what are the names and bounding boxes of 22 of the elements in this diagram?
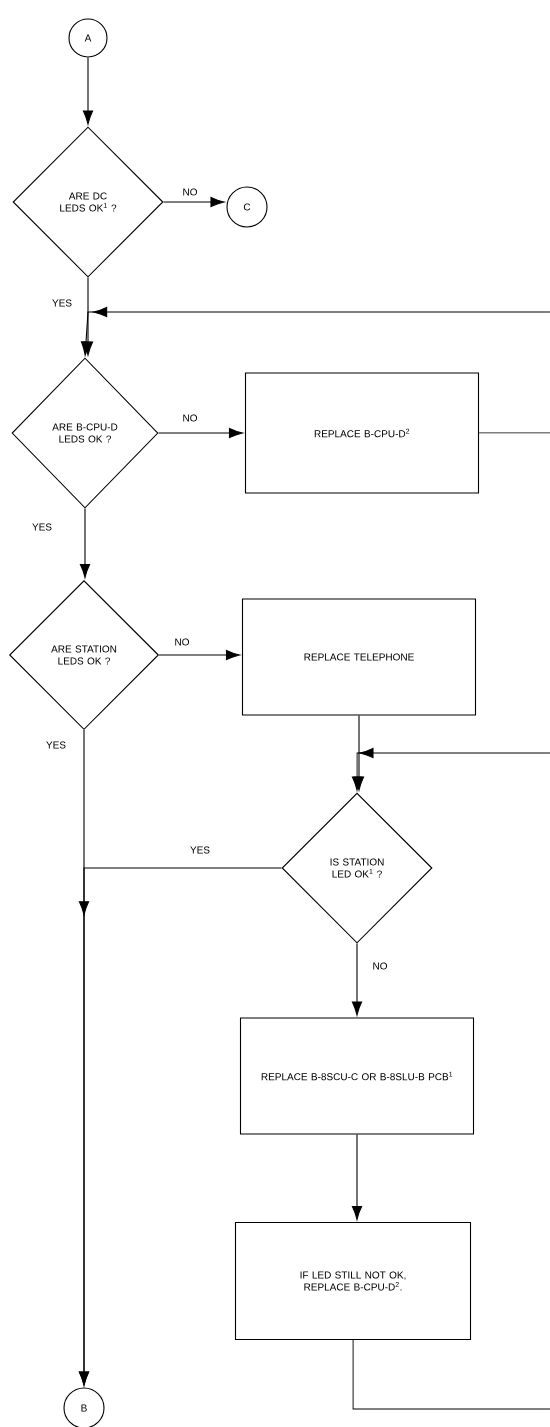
arrow [163, 196, 225, 208]
edge-label: NO [173, 637, 191, 647]
edge-label: NO [371, 961, 389, 971]
arrow [351, 747, 550, 791]
process-box: REPLACE B-8SCU-C OR B-8SLU-B PCB$^{1}$ [239, 1017, 475, 1135]
process-box: REPLACE B-CPU-D$^{2}$ [244, 372, 480, 494]
edge-label: YES [31, 522, 53, 532]
process-box: REPLACE TELEPHONE [241, 598, 477, 716]
arrow [80, 306, 550, 356]
arrow [351, 943, 363, 1016]
arrow [79, 508, 91, 579]
arrow [351, 1134, 363, 1221]
arrow [78, 867, 282, 1386]
process-box: IF LED STILL NOT OK, REPLACE B-CPU-D$^{2}$. [234, 1221, 472, 1341]
arrow [82, 57, 94, 125]
edge-label: YES [51, 298, 73, 308]
edge-label: YES [189, 845, 211, 855]
edge-label: NO [181, 187, 199, 197]
edge-label: YES [45, 740, 67, 750]
arrow [158, 427, 244, 439]
arrow [158, 649, 241, 661]
edge-label: NO [181, 413, 199, 423]
